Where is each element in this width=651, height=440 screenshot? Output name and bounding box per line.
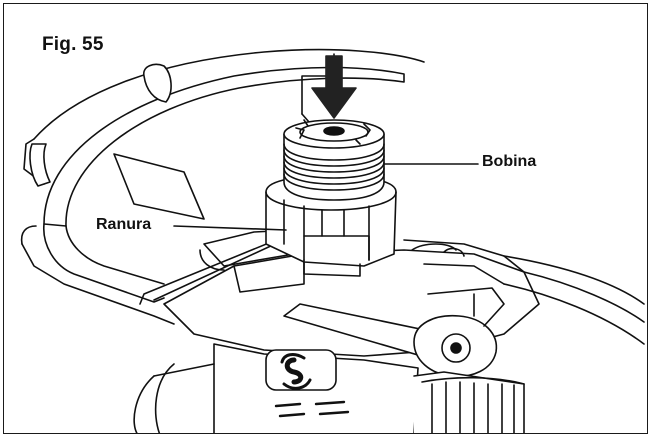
spool bbox=[283, 119, 385, 201]
figure-label: Fig. 55 bbox=[42, 34, 104, 55]
spool-housing bbox=[265, 175, 397, 277]
lever-arm bbox=[283, 287, 505, 378]
motor-housing bbox=[133, 343, 525, 433]
callout-bobina: Bobina bbox=[482, 153, 537, 170]
callout-ranura: Ranura bbox=[96, 216, 152, 233]
guard-shield bbox=[20, 48, 425, 325]
figure-frame: Fig. 55 Bobina Ranura bbox=[3, 3, 648, 434]
down-arrow-icon bbox=[311, 55, 357, 119]
ranura-leader bbox=[173, 225, 287, 231]
trimmer-spool-illustration bbox=[20, 48, 645, 433]
